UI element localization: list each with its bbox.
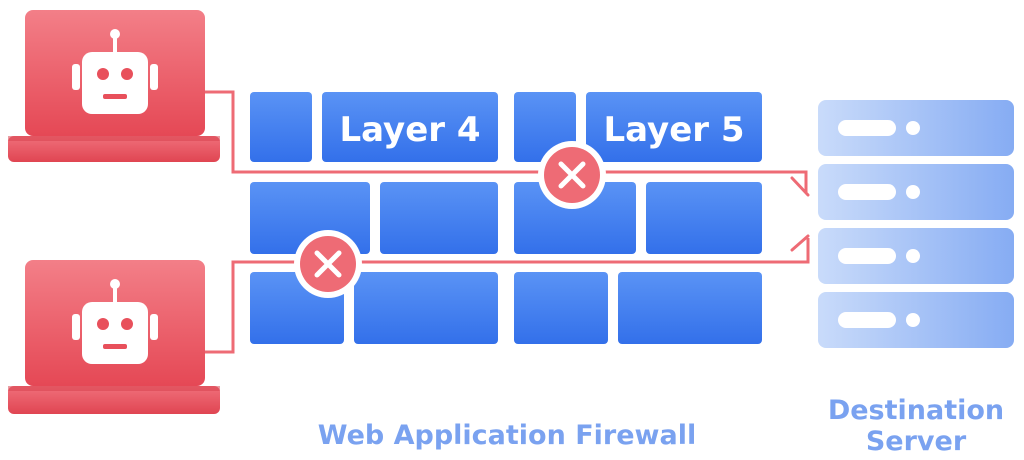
laptop-base	[8, 136, 220, 162]
bot-laptop-bottom	[8, 260, 220, 414]
robot-icon	[72, 279, 158, 364]
robot-icon	[72, 29, 158, 114]
firewall-brick	[514, 272, 608, 344]
firewall-brick-layer4	[322, 92, 498, 162]
firewall-brick	[380, 182, 498, 254]
server-unit	[818, 228, 1014, 284]
laptop-base	[8, 386, 220, 414]
x-mark-icon	[294, 230, 362, 298]
server-rack-icon	[818, 100, 1014, 348]
arrow-head-icon	[790, 176, 810, 197]
server-unit	[818, 100, 1014, 156]
firewall-brick-layer5	[586, 92, 762, 162]
server-unit	[818, 292, 1014, 348]
firewall-brick	[514, 182, 636, 254]
x-mark-icon	[538, 141, 606, 209]
server-caption-line1: Destination	[828, 395, 1004, 426]
server-caption-line2: Server	[866, 426, 967, 457]
attack-path-top	[205, 90, 808, 192]
firewall-caption: Web Application Firewall	[318, 420, 696, 451]
arrow-head-icon	[790, 234, 810, 252]
firewall-brick	[250, 92, 312, 162]
firewall-wall: Layer 4 Layer 5	[250, 92, 762, 344]
server-unit	[818, 164, 1014, 220]
firewall-brick	[618, 272, 762, 344]
layer5-label: Layer 5	[603, 110, 744, 150]
firewall-brick	[646, 182, 762, 254]
attack-path-bottom	[205, 238, 810, 354]
bot-laptop-top	[8, 10, 220, 162]
layer4-label: Layer 4	[339, 110, 480, 150]
firewall-brick	[354, 272, 498, 344]
